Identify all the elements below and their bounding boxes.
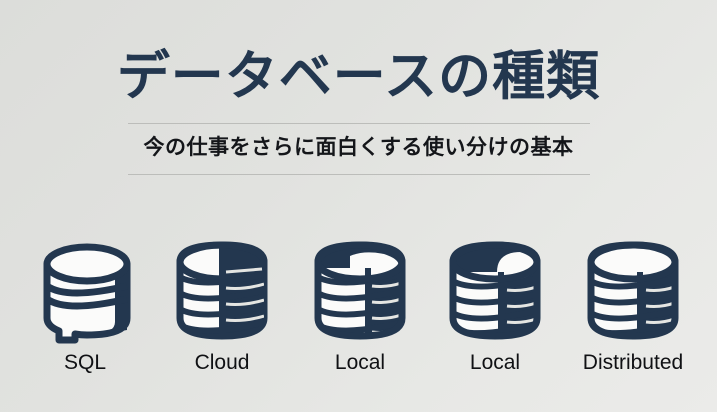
database-item-sql[interactable]: SQL: [25, 238, 145, 376]
database-cylinder-icon: [573, 238, 693, 344]
database-item-local-2[interactable]: Local: [435, 238, 555, 376]
header-block: データベースの種類 今の仕事をさらに面白くする使い分けの基本: [0, 46, 717, 175]
page-title: データベースの種類: [116, 47, 601, 106]
database-item-cloud[interactable]: Cloud: [162, 238, 282, 376]
database-label: Local: [469, 351, 521, 374]
database-cylinder-icon: [162, 238, 282, 344]
database-cylinder-icon: [25, 238, 145, 344]
database-cylinder-icon: [300, 238, 420, 344]
database-icon-row: SQL: [0, 238, 717, 398]
database-label: Local: [334, 351, 386, 374]
divider-bottom: [127, 174, 590, 175]
database-label: Cloud: [194, 351, 250, 374]
page-subtitle: 今の仕事をさらに面白くする使い分けの基本: [143, 136, 574, 159]
database-item-local-1[interactable]: Local: [300, 238, 420, 376]
database-cylinder-icon: [435, 238, 555, 344]
database-label: SQL: [63, 351, 107, 374]
divider-top: [127, 123, 590, 124]
database-label: Distributed: [582, 351, 684, 374]
database-item-distributed[interactable]: Distributed: [573, 238, 693, 376]
